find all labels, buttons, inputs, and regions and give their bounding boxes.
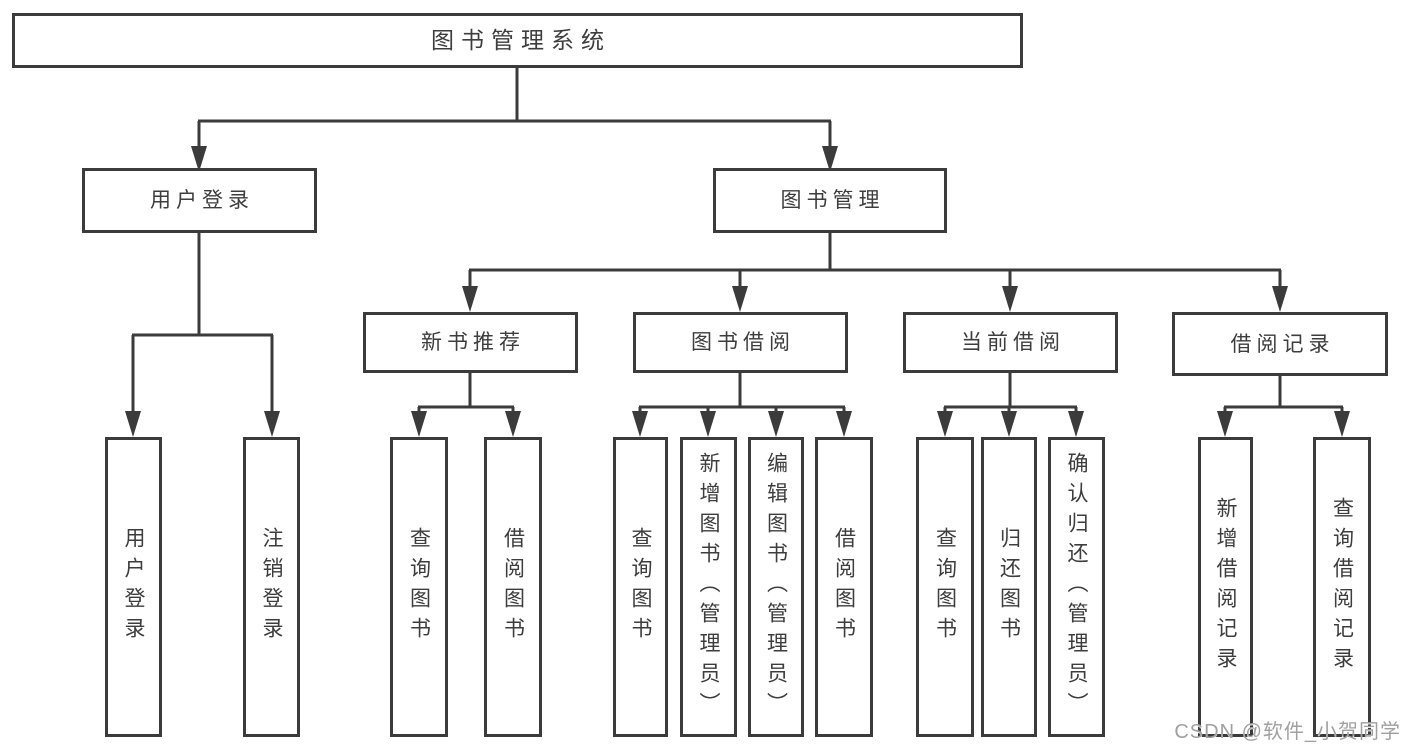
connector-root-to-level2 xyxy=(191,68,838,172)
leaf-query-books-1: 查询图书 xyxy=(390,437,448,737)
connector-current-borrowing-to-leaves xyxy=(937,373,1084,437)
leaf-borrow-books-2: 借阅图书 xyxy=(815,437,873,737)
connector-book-borrowing-to-leaves xyxy=(632,373,852,437)
node-book-management: 图书管理 xyxy=(713,168,947,233)
leaf-query-books-3: 查询图书 xyxy=(916,437,974,737)
node-label: 注销登录 xyxy=(260,527,283,647)
node-label: 查询借阅记录 xyxy=(1330,497,1354,677)
node-book-borrowing: 图书借阅 xyxy=(633,312,848,373)
node-label: 图书管理系统 xyxy=(431,27,611,53)
node-label: 用户登录 xyxy=(122,527,145,647)
node-label: 图书管理 xyxy=(780,189,885,212)
node-new-book-recommend: 新书推荐 xyxy=(363,312,578,373)
node-label: 借阅图书 xyxy=(501,527,525,647)
node-label: 用户登录 xyxy=(150,189,254,212)
node-label: 借阅图书 xyxy=(832,527,856,647)
node-user-login: 用户登录 xyxy=(82,168,317,233)
node-label: 借阅记录 xyxy=(1230,332,1335,356)
node-label: 确认归还（管理员） xyxy=(1065,452,1088,722)
node-root: 图书管理系统 xyxy=(12,13,1023,68)
leaf-query-borrow-record: 查询借阅记录 xyxy=(1313,437,1371,737)
node-label: 新书推荐 xyxy=(421,331,525,354)
node-label: 查询图书 xyxy=(629,527,652,647)
leaf-add-book-admin: 新增图书（管理员） xyxy=(680,437,737,737)
connector-book-management-to-level3 xyxy=(462,233,1288,312)
node-label: 新增借阅记录 xyxy=(1214,497,1237,677)
node-label: 当前借阅 xyxy=(961,331,1065,354)
leaf-confirm-return-admin: 确认归还（管理员） xyxy=(1048,437,1105,737)
leaf-query-books-2: 查询图书 xyxy=(613,437,668,737)
leaf-add-borrow-record: 新增借阅记录 xyxy=(1198,437,1253,737)
leaf-return-books: 归还图书 xyxy=(981,437,1037,737)
node-label: 归还图书 xyxy=(997,527,1021,647)
node-label: 编辑图书（管理员） xyxy=(764,452,788,722)
node-label: 新增图书（管理员） xyxy=(697,452,720,722)
csdn-watermark: CSDN @软件_小贺同学 xyxy=(1174,721,1401,743)
connector-user-login-to-leaves xyxy=(125,233,280,437)
node-label: 图书借阅 xyxy=(691,331,795,354)
node-borrowing-records: 借阅记录 xyxy=(1172,312,1388,376)
node-current-borrowing: 当前借阅 xyxy=(903,312,1118,373)
node-label: 查询图书 xyxy=(407,527,431,647)
leaf-logout: 注销登录 xyxy=(243,437,300,737)
node-label: 查询图书 xyxy=(933,527,957,647)
leaf-edit-book-admin: 编辑图书（管理员） xyxy=(748,437,804,737)
leaf-borrow-books-1: 借阅图书 xyxy=(484,437,542,737)
leaf-user-login: 用户登录 xyxy=(105,437,162,737)
connector-new-book-recommend-to-leaves xyxy=(411,373,521,437)
connector-borrowing-records-to-leaves xyxy=(1217,376,1350,437)
